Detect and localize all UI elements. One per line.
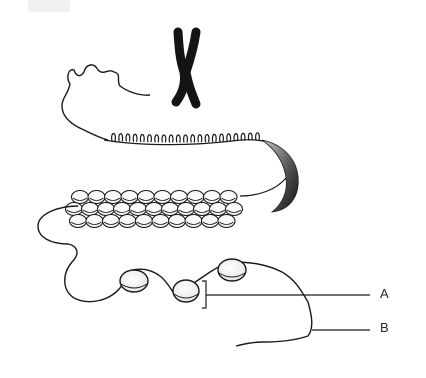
fiber-nucleosome — [204, 191, 221, 204]
fiber-nucleosome — [121, 191, 138, 204]
fiber-nucleosome — [226, 203, 243, 216]
fiber-nucleosome — [169, 215, 186, 228]
chromosome-x-shape — [176, 32, 196, 104]
30nm-fiber — [66, 191, 243, 228]
fiber-nucleosome — [202, 215, 219, 228]
condensed-loops-fiber — [62, 65, 150, 140]
fiber-nucleosome — [138, 191, 155, 204]
fiber-nucleosome — [162, 203, 179, 216]
fiber-nucleosome — [114, 203, 131, 216]
fiber-nucleosome — [152, 215, 169, 228]
fiber-nucleosome — [187, 191, 204, 204]
fiber-nucleosome — [136, 215, 153, 228]
corner-mark — [28, 0, 70, 12]
fiber-nucleosome — [171, 191, 188, 204]
scaffold-tube — [262, 140, 298, 212]
fiber-nucleosome — [66, 203, 83, 216]
fiber-nucleosome — [130, 203, 147, 216]
label-a-leader — [202, 281, 370, 308]
scaffold-link — [240, 178, 286, 196]
fiber-nucleosome — [86, 215, 103, 228]
fiber-nucleosome — [88, 191, 105, 204]
fiber-nucleosome — [103, 215, 120, 228]
fiber-nucleosome — [178, 203, 195, 216]
fiber-nucleosome — [210, 203, 227, 216]
fiber-nucleosome — [72, 191, 89, 204]
fiber-nucleosome — [220, 191, 237, 204]
label-b: B — [380, 321, 389, 334]
fiber-nucleosome — [194, 203, 211, 216]
fiber-nucleosome — [154, 191, 171, 204]
fiber-nucleosome — [119, 215, 136, 228]
fiber-nucleosome — [82, 203, 99, 216]
fiber-nucleosome — [146, 203, 163, 216]
fiber-nucleosome — [218, 215, 235, 228]
nucleosome-bead — [218, 259, 246, 281]
fiber-nucleosome — [70, 215, 87, 228]
fiber-nucleosome — [98, 203, 115, 216]
looped-chromatin-fiber — [104, 133, 278, 146]
nucleosome-bead — [173, 280, 199, 302]
fiber-nucleosome — [105, 191, 122, 204]
nucleosome-bead — [120, 270, 148, 292]
fiber-nucleosome — [185, 215, 202, 228]
label-a: A — [380, 287, 389, 300]
